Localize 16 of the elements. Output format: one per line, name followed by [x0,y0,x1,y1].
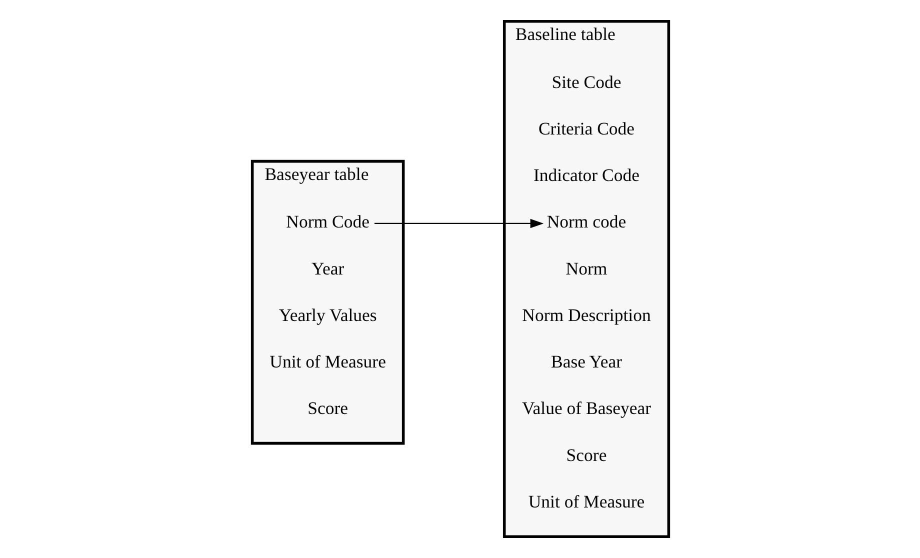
node-text: Year [310,258,344,278]
node-text: Indicator Code [533,165,640,186]
node-text: Site Code [551,72,621,92]
node-text: Unit of Measure [269,352,386,372]
node-text: Norm Code [286,212,369,232]
arrow [374,218,544,228]
node-text: Criteria Code [538,118,634,138]
node-text: Base Year [550,352,622,372]
node-text: Norm code [546,212,626,232]
node-text: Unit of Measure [528,491,644,512]
node-text: Score [566,444,606,465]
node-text: Norm [565,258,607,278]
node-text: Value of Baseyear [521,398,651,418]
node-text: Norm Description [522,304,650,325]
node-text: Score [307,398,348,418]
node-text: Yearly Values [278,304,376,325]
